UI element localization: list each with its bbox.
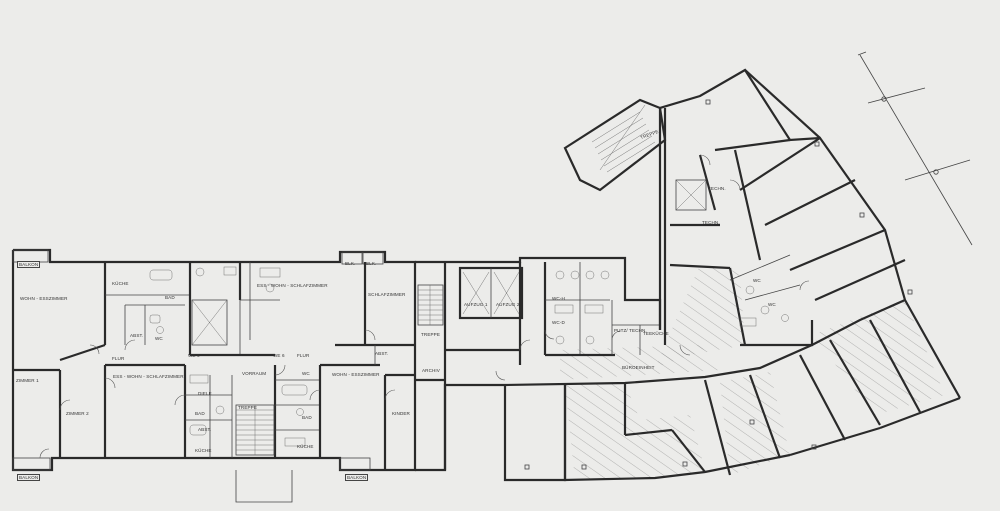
room-label-flur: FLUR xyxy=(112,356,125,361)
room-label-aufzug-1: AUFZUG 1 xyxy=(464,302,488,307)
stair-run-icon xyxy=(418,285,443,325)
room-label-flur: FLUR xyxy=(297,353,310,358)
room-label-teekueche: TEEKÜCHE xyxy=(643,331,669,336)
elevator-shaft-icon xyxy=(675,179,707,211)
room-label-abst: ABST. xyxy=(375,351,389,356)
door-swing-icon xyxy=(495,154,810,381)
room-label-kinder: KINDER xyxy=(392,411,410,416)
room-label-balkon: BALKON xyxy=(17,474,41,482)
room-label-archiv: ARCHIV xyxy=(422,368,440,373)
room-label-bad: BAD xyxy=(302,415,312,420)
room-label-techn: TECHN. xyxy=(708,186,726,191)
room-label-putz-techn: PUTZ/ TECHN. xyxy=(614,328,647,333)
room-label-wc: WC xyxy=(768,302,776,307)
office-hatch-areas xyxy=(560,265,945,480)
room-label-techn: TECHN. xyxy=(702,220,720,225)
room-label-treppe: TREPPE xyxy=(238,405,257,410)
room-label-we6: WE 6 xyxy=(273,353,285,358)
sanitary-fixtures-east xyxy=(739,285,789,327)
elevator-shaft-icon xyxy=(462,271,520,315)
column-markers xyxy=(524,99,913,470)
elevator-shaft-icon xyxy=(191,299,228,346)
room-label-zimmer-1: ZIMMER 1 xyxy=(16,378,39,383)
room-label-wc: WC xyxy=(155,336,163,341)
room-label-blk: BLK. xyxy=(345,261,356,266)
room-label-balkon: BALKON xyxy=(345,474,369,482)
room-label-we6: WE 6 xyxy=(188,353,200,358)
room-label-wohn-esszimmer: WOHN - ESSZIMMER xyxy=(332,372,380,377)
room-label-abst: ABST. xyxy=(198,427,212,432)
room-label-bad: BAD xyxy=(165,295,175,300)
room-label-kueche: KÜCHE xyxy=(195,448,212,453)
room-label-wc-d: WC-D xyxy=(552,320,565,325)
west-wing-walls xyxy=(11,248,417,503)
room-label-bueroeinheit: BÜROEINHEIT xyxy=(622,365,655,370)
room-label-wohn-esszimmer: WOHN - ESSZIMMER xyxy=(20,296,68,301)
room-label-wc-h: WC-H xyxy=(552,296,565,301)
stair-run-icon xyxy=(591,104,656,173)
room-label-aufzug-2: AUFZUG 2 xyxy=(496,302,520,307)
room-label-ess-wohn-schlafzimmer: ESS - WOHN - SCHLAFZIMMER xyxy=(113,374,184,379)
room-label-schlafzimmer: SCHLAFZIMMER xyxy=(368,292,406,297)
stair-run-icon xyxy=(235,404,275,456)
room-label-wc: WC xyxy=(302,371,310,376)
east-wing-walls xyxy=(563,68,961,399)
room-label-treppe: TREPPE xyxy=(421,332,440,337)
room-label-abst: ABST. xyxy=(130,333,144,338)
room-label-zimmer-2: ZIMMER 2 xyxy=(66,411,89,416)
room-label-vorraum: VORRAUM xyxy=(242,371,267,376)
room-label-ess-wohn-schlafzimmer: ESS - WOHN - SCHLAFZIMMER xyxy=(257,283,328,288)
room-label-wc: WC xyxy=(753,278,761,283)
room-label-kueche: KÜCHE xyxy=(112,281,129,286)
south-office-walls xyxy=(415,298,961,482)
room-label-blk: BLK. xyxy=(366,261,377,266)
room-label-bad: BAD xyxy=(195,411,205,416)
sanitary-fixtures-west xyxy=(149,266,308,447)
room-label-kueche: KÜCHE xyxy=(297,444,314,449)
room-label-diele: DIELE xyxy=(198,391,212,396)
grid-axis-marker-icon xyxy=(857,51,973,246)
door-swing-icon xyxy=(39,329,396,459)
room-label-balkon: BALKON xyxy=(17,261,41,269)
sanitary-fixtures-core xyxy=(554,270,610,345)
